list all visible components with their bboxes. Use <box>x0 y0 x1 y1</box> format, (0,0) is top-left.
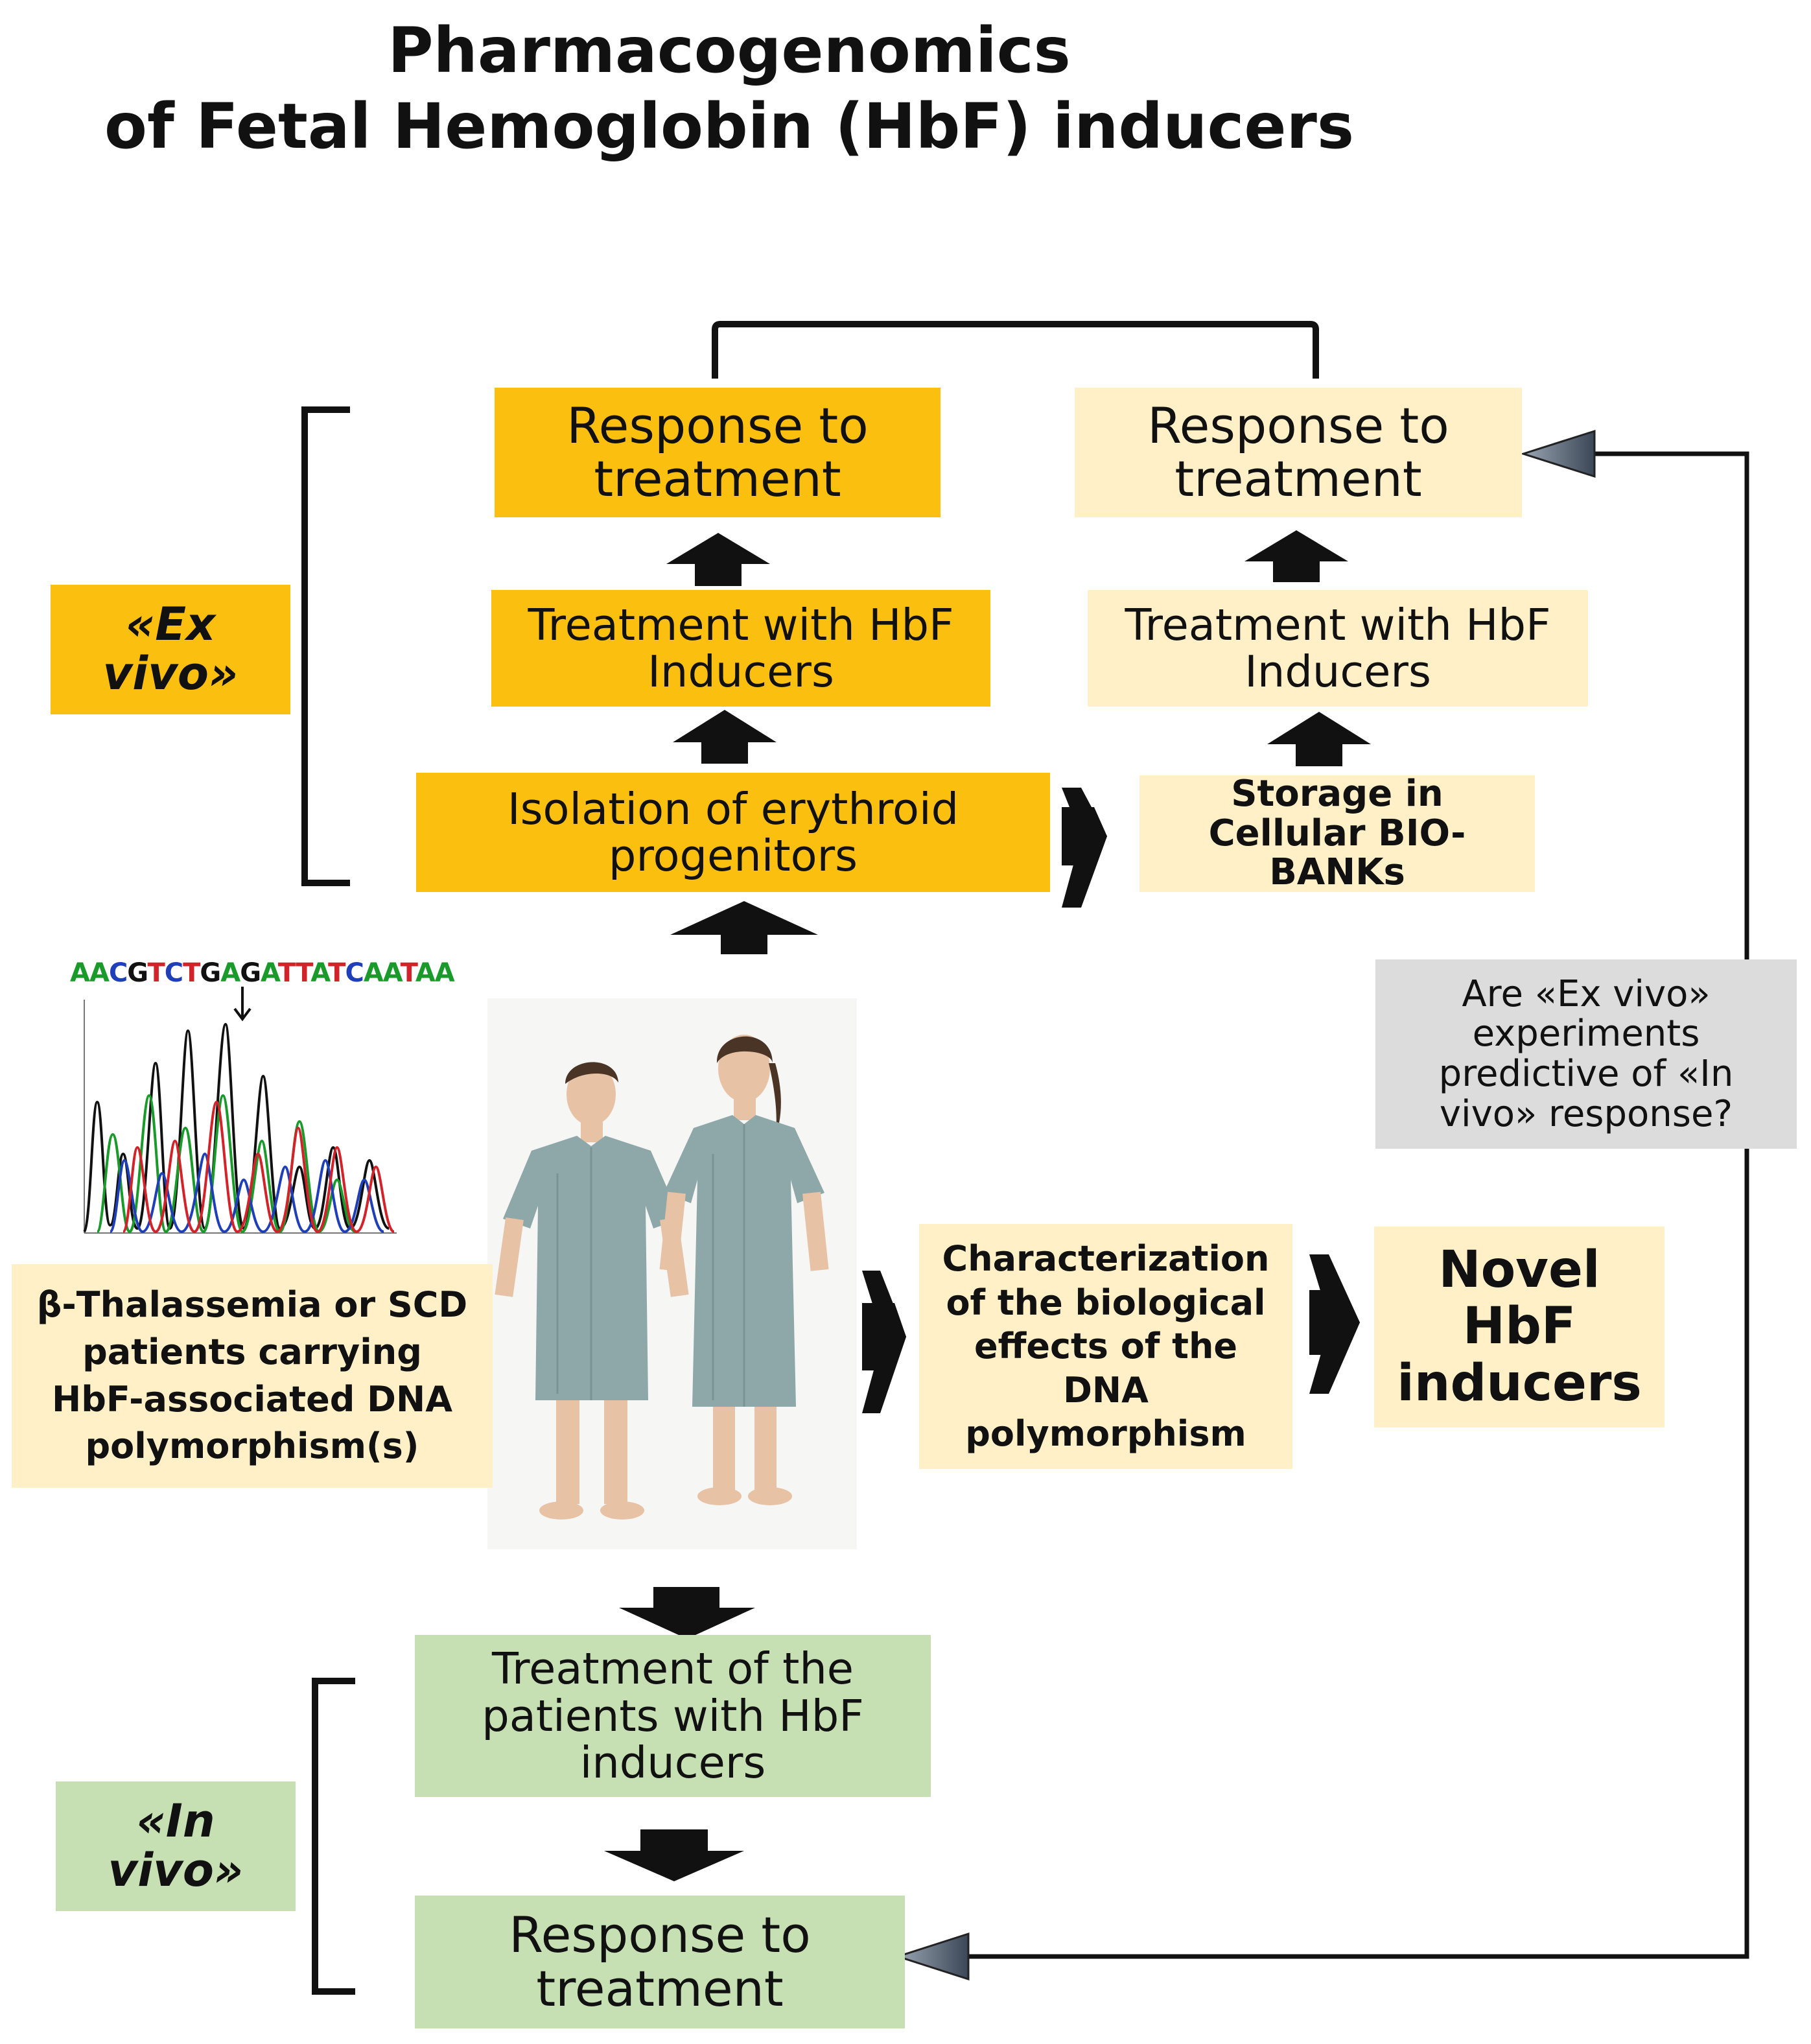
sequence-base: A <box>70 958 90 988</box>
up-arrow-to-treatment-left <box>673 710 777 764</box>
in-vivo-label-line-1: «In <box>136 1794 215 1848</box>
in-vivo-response-box: Response to treatment <box>415 1896 905 2028</box>
novel-inducers-box: Novel HbF inducers <box>1374 1227 1665 1427</box>
novel-inducers-text: Novel HbF inducers <box>1397 1240 1642 1413</box>
ex-vivo-bracket <box>301 406 350 886</box>
up-arrow-to-response-right <box>1244 530 1348 582</box>
patients-caption-text: β-Thalassemia or SCD patients carrying H… <box>36 1284 468 1467</box>
sequence-base: G <box>240 958 261 988</box>
sequence-base: T <box>328 958 345 988</box>
right-arrow-to-novel-body <box>1309 1290 1360 1355</box>
question-text: Are «Ex vivo» experiments predictive of … <box>1438 972 1734 1135</box>
sequence-base: T <box>296 958 311 988</box>
sequence-base: A <box>220 958 240 988</box>
biobank-treatment-box: Treatment with HbF Inducers <box>1088 590 1588 707</box>
sequence-base: A <box>434 958 455 988</box>
in-vivo-label: «In vivo» <box>56 1781 296 1911</box>
up-arrow-to-response-left <box>666 533 770 586</box>
in-vivo-label-line-2: vivo» <box>108 1844 244 1897</box>
right-arrow-to-characterization-body <box>862 1303 906 1370</box>
sequence-base: A <box>89 958 110 988</box>
title-line-2: of Fetal Hemoglobin (HbF) inducers <box>104 90 1354 163</box>
biobank-response-text: Response to treatment <box>1147 396 1449 508</box>
isolation-box: Isolation of erythroid progenitors <box>416 773 1050 892</box>
characterization-box: Characterization of the biological effec… <box>919 1224 1292 1469</box>
female-patient-figure <box>659 1035 829 1505</box>
in-vivo-response-text: Response to treatment <box>509 1906 811 2017</box>
biobank-response-box: Response to treatment <box>1075 388 1522 517</box>
sequence-base: C <box>345 958 364 988</box>
sequence-base: C <box>164 958 183 988</box>
ex-vivo-label-line-2: vivo» <box>102 647 239 700</box>
ex-vivo-label: «Ex vivo» <box>51 585 290 714</box>
sequence-base: C <box>108 958 128 988</box>
ex-vivo-treatment-box: Treatment with HbF Inducers <box>491 590 990 707</box>
response-connector <box>712 321 1319 379</box>
male-patient-figure <box>495 1062 689 1520</box>
up-arrow-from-patients <box>670 901 818 954</box>
sequence-base: A <box>310 958 329 988</box>
right-arrow-to-biobank-body <box>1062 807 1107 865</box>
ex-vivo-response-box: Response to treatment <box>495 388 941 517</box>
feedback-loop-line <box>968 451 1749 1959</box>
sequence-base: T <box>400 958 416 988</box>
biobank-storage-text: Storage in Cellular BIO-BANKs <box>1208 773 1466 894</box>
up-arrow-to-treatment-right <box>1267 712 1371 766</box>
question-box: Are «Ex vivo» experiments predictive of … <box>1375 959 1797 1149</box>
patients-caption-box: β-Thalassemia or SCD patients carrying H… <box>12 1264 493 1488</box>
biobank-treatment-text: Treatment with HbF Inducers <box>1125 599 1551 697</box>
diagram-title: Pharmacogenomics of Fetal Hemoglobin (Hb… <box>0 13 1458 165</box>
feedback-arrowhead-bottom <box>894 1932 970 1981</box>
down-arrow-to-response <box>604 1829 744 1881</box>
down-arrow-to-treatment <box>619 1587 755 1639</box>
ex-vivo-response-text: Response to treatment <box>567 396 869 508</box>
isolation-text: Isolation of erythroid progenitors <box>507 783 959 881</box>
ex-vivo-label-line-1: «Ex <box>125 598 216 652</box>
sequence-marker-arrow <box>233 987 251 1022</box>
title-line-1: Pharmacogenomics <box>388 14 1071 87</box>
biobank-storage-box: Storage in Cellular BIO-BANKs <box>1139 773 1535 894</box>
in-vivo-treatment-text: Treatment of the patients with HbF induc… <box>482 1643 864 1789</box>
sequence-base: T <box>147 958 165 988</box>
sequence-base: T <box>183 958 200 988</box>
characterization-text: Characterization of the biological effec… <box>942 1238 1270 1455</box>
in-vivo-bracket <box>312 1678 355 1995</box>
sequence-base: A <box>261 958 279 988</box>
sequence-base: G <box>200 958 221 988</box>
sequence-base: A <box>363 958 384 988</box>
sequence-base: T <box>277 958 296 988</box>
sequence-base: G <box>127 958 148 988</box>
in-vivo-treatment-box: Treatment of the patients with HbF induc… <box>415 1635 931 1797</box>
feedback-arrowhead-top <box>1520 429 1596 478</box>
ex-vivo-treatment-text: Treatment with HbF Inducers <box>528 599 954 697</box>
chromatogram <box>83 987 397 1234</box>
sequence-base: A <box>382 958 401 988</box>
sequence-base: A <box>415 958 436 988</box>
dna-sequence: AACGTCTGAGATTATCAATAA <box>70 958 455 988</box>
